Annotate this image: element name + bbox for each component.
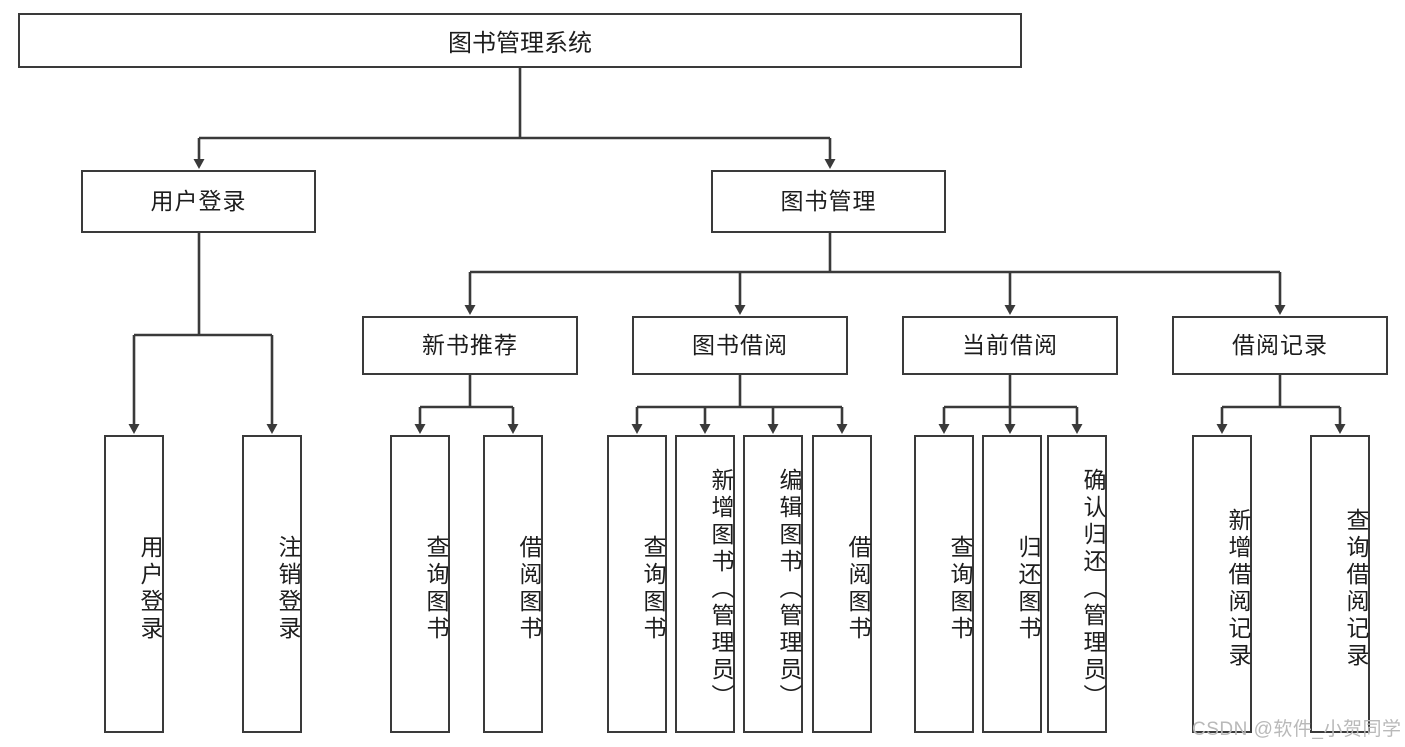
node-leaf-user-login[interactable]: 用户登录: [104, 435, 164, 733]
node-leaf-query-book-2[interactable]: 查询图书: [607, 435, 667, 733]
node-leaf-query-book-1[interactable]: 查询图书: [390, 435, 450, 733]
node-leaf-confirm-return[interactable]: 确认归还（管理员）: [1047, 435, 1107, 733]
node-leaf-query-book-3[interactable]: 查询图书: [914, 435, 974, 733]
node-current-borrow[interactable]: 当前借阅: [902, 316, 1118, 375]
node-leaf-add-book[interactable]: 新增图书（管理员）: [675, 435, 735, 733]
node-leaf-return-book[interactable]: 归还图书: [982, 435, 1042, 733]
node-borrow-record[interactable]: 借阅记录: [1172, 316, 1388, 375]
node-leaf-borrow-book-1[interactable]: 借阅图书: [483, 435, 543, 733]
node-leaf-edit-book[interactable]: 编辑图书（管理员）: [743, 435, 803, 733]
node-root[interactable]: 图书管理系统: [18, 13, 1022, 68]
node-new-book-recommend[interactable]: 新书推荐: [362, 316, 578, 375]
node-leaf-borrow-book-2[interactable]: 借阅图书: [812, 435, 872, 733]
node-leaf-user-logout[interactable]: 注销登录: [242, 435, 302, 733]
node-book-borrow[interactable]: 图书借阅: [632, 316, 848, 375]
node-user-login[interactable]: 用户登录: [81, 170, 316, 233]
node-leaf-add-record[interactable]: 新增借阅记录: [1192, 435, 1252, 733]
csdn-watermark: CSDN @软件_小贺同学: [1192, 719, 1402, 740]
node-book-management[interactable]: 图书管理: [711, 170, 946, 233]
node-leaf-query-record[interactable]: 查询借阅记录: [1310, 435, 1370, 733]
